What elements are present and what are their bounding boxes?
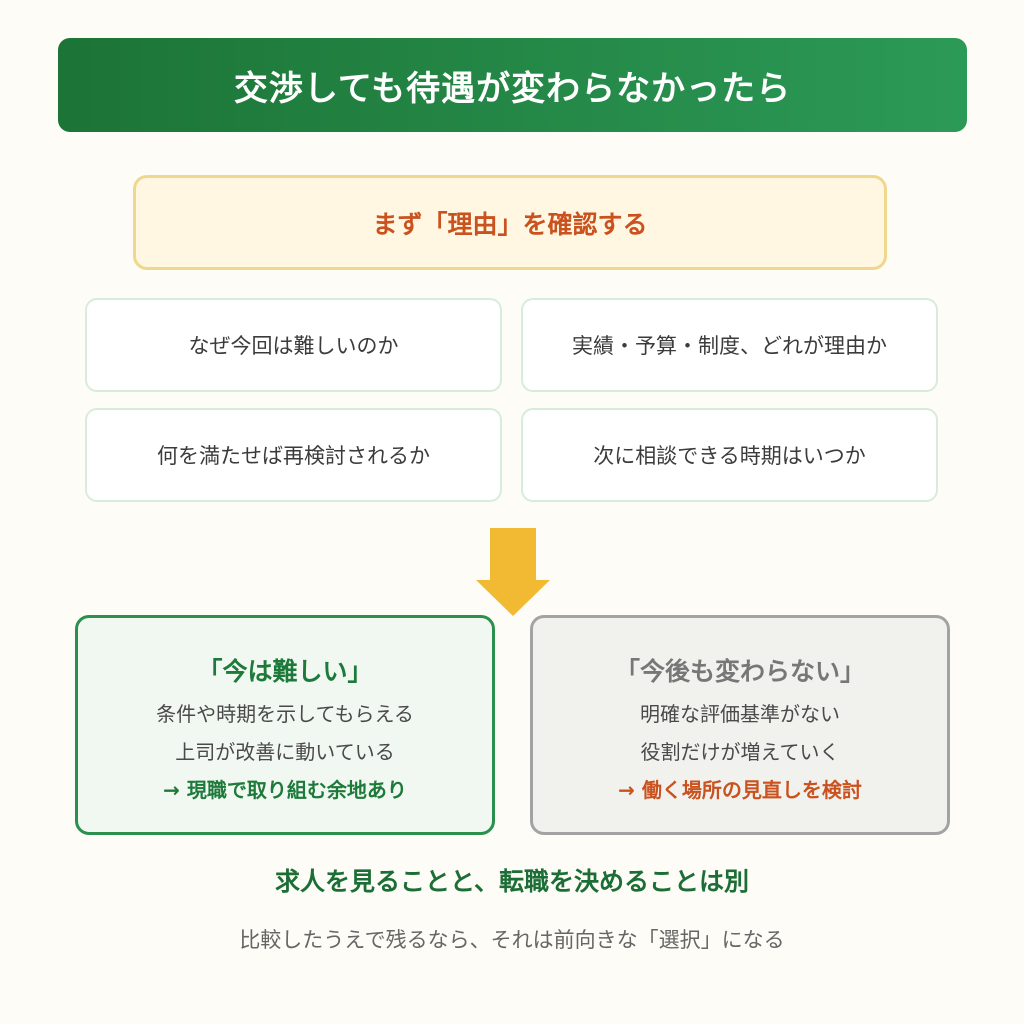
question-text: 次に相談できる時期はいつか <box>593 444 866 468</box>
down-arrow-icon <box>476 528 550 616</box>
outcome-positive-line: 上司が改善に動いている <box>175 740 395 764</box>
outcome-negative-title: 「今後も変わらない」 <box>614 657 865 686</box>
outcome-negative-line: 役割だけが増えていく <box>640 740 840 764</box>
outcome-negative-line: 明確な評価基準がない <box>640 702 840 726</box>
question-card: 何を満たせば再検討されるか <box>85 408 502 502</box>
reason-box: まず「理由」を確認する <box>133 175 887 270</box>
outcome-positive-title: 「今は難しい」 <box>197 657 373 686</box>
outcome-negative-card: 「今後も変わらない」 明確な評価基準がない 役割だけが増えていく → 働く場所の… <box>530 615 950 835</box>
outcome-positive-line: 条件や時期を示してもらえる <box>156 702 414 726</box>
header-banner: 交渉しても待遇が変わらなかったら <box>58 38 967 132</box>
outcome-positive-conclusion: → 現職で取り組む余地あり <box>163 778 407 802</box>
outcome-positive-card: 「今は難しい」 条件や時期を示してもらえる 上司が改善に動いている → 現職で取… <box>75 615 495 835</box>
outcome-negative-conclusion: → 働く場所の見直しを検討 <box>618 778 862 802</box>
question-card: 実績・予算・制度、どれが理由か <box>521 298 938 392</box>
footer-sub-message: 比較したうえで残るなら、それは前向きな「選択」になる <box>239 928 785 952</box>
question-text: なぜ今回は難しいのか <box>188 334 399 358</box>
question-card: 次に相談できる時期はいつか <box>521 408 938 502</box>
question-text: 実績・予算・制度、どれが理由か <box>572 334 887 358</box>
question-card: なぜ今回は難しいのか <box>85 298 502 392</box>
question-text: 何を満たせば再検討されるか <box>157 444 430 468</box>
footer-main-message: 求人を見ることと、転職を決めることは別 <box>274 867 749 896</box>
page-title: 交渉しても待遇が変わらなかったら <box>233 68 792 109</box>
reason-title: まず「理由」を確認する <box>372 209 648 239</box>
